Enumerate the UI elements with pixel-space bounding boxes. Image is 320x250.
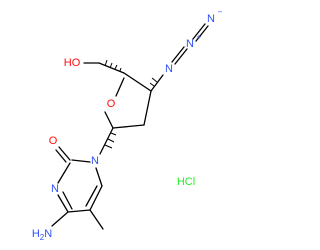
bond-n-n2-a — [192, 23, 206, 40]
bond-ch2-c4 — [98, 62, 125, 74]
bond-c2-c1 — [112, 124, 145, 129]
azide-n1-label: N — [165, 63, 173, 75]
ring-oxygen-label: O — [107, 98, 116, 110]
chemical-structure: HO O O N N + N − N N H2N HCl — [32, 8, 223, 242]
bond-c4-nh2 — [51, 211, 69, 227]
bond-c1-n1 — [99, 127, 114, 155]
azide-n2-label: N — [186, 38, 194, 50]
bond-c2-n3 — [57, 162, 71, 184]
azide-n3-charge: − — [218, 8, 223, 17]
n1-label: N — [91, 155, 99, 167]
atom-labels: HO O O N N + N − N N H2N HCl — [32, 8, 223, 242]
bond-c2-o-a — [58, 146, 71, 161]
bond-n3-c4-b — [62, 191, 73, 210]
bond-c1-o4 — [104, 111, 114, 129]
bond-n1-c2 — [71, 159, 91, 163]
bond-c4-c3 — [123, 72, 152, 92]
bond-c3-n — [150, 74, 164, 92]
n3-label: N — [51, 183, 59, 195]
amino-label: H2N — [32, 228, 52, 242]
azide-n3-label: N — [207, 13, 215, 25]
hcl-label: HCl — [177, 176, 195, 188]
carbonyl-oxygen-label: O — [49, 135, 58, 147]
hydroxyl-label: HO — [64, 57, 81, 69]
bond-n-n2-b — [195, 25, 209, 42]
bond-c2-o-b — [55, 149, 67, 163]
bond-c3-c2 — [143, 90, 152, 126]
azide-n2-charge: + — [197, 33, 202, 42]
bond-n3-c4-a — [57, 194, 69, 213]
bond-c6-n1 — [95, 167, 103, 187]
bond-n-n-a — [171, 46, 185, 63]
stereo-hashes — [104, 59, 158, 149]
bond-o4-c4 — [115, 77, 125, 97]
bond-c5-ch3 — [89, 209, 104, 230]
bonds — [51, 23, 209, 230]
bond-c4-c5 — [67, 209, 91, 213]
bond-n-n-b — [174, 48, 188, 65]
bond-c5-c6-a — [89, 185, 103, 211]
bond-c5-c6-b — [85, 185, 98, 207]
